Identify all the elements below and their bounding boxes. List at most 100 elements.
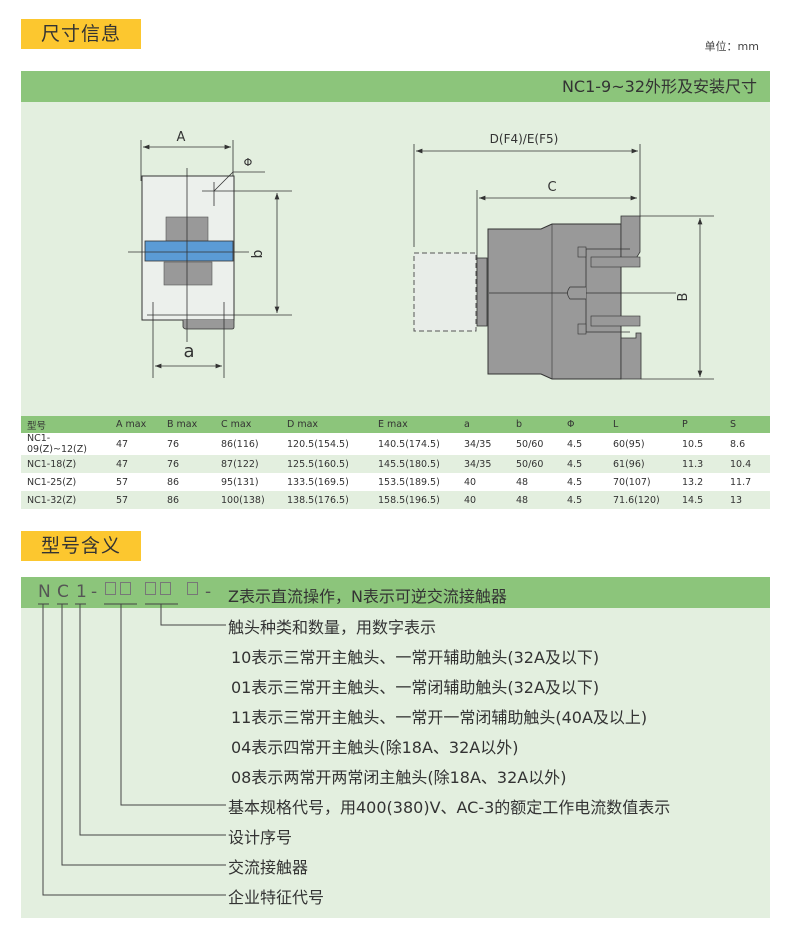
cell: 40 (458, 491, 510, 509)
code-placeholder-box (145, 582, 156, 595)
col-header: L (607, 416, 676, 433)
col-header: 型号 (21, 416, 110, 433)
code-placeholder-box (120, 582, 131, 595)
col-header: Φ (561, 416, 607, 433)
code-placeholder-box (187, 582, 198, 595)
cell: 70(107) (607, 473, 676, 491)
col-header: S (724, 416, 770, 433)
cell: 34/35 (458, 433, 510, 455)
table-row: NC1-32(Z) 57 86 100(138) 138.5(176.5) 15… (21, 491, 770, 509)
code-char-C: C (57, 582, 69, 602)
cell: 153.5(189.5) (372, 473, 458, 491)
cell: 120.5(154.5) (281, 433, 372, 455)
col-header: B max (161, 416, 215, 433)
cell: 40 (458, 473, 510, 491)
cell: 4.5 (561, 473, 607, 491)
col-header: D max (281, 416, 372, 433)
cell: 8.6 (724, 433, 770, 455)
cell: 125.5(160.5) (281, 455, 372, 473)
code-char-N: N (38, 582, 51, 602)
model-bracket-lines (38, 603, 226, 896)
dimension-diagrams: A Φ b a D(F4)/ (128, 130, 714, 380)
dimensions-panel-title: NC1-9~32外形及安装尺寸 (21, 71, 770, 102)
cell: 11.7 (724, 473, 770, 491)
label-a: a (183, 341, 194, 362)
description-rated-current: 基本规格代号，用400(380)V、AC-3的额定工作电流数值表示 (228, 798, 671, 817)
label-b: b (250, 249, 266, 258)
cell: NC1-32(Z) (21, 491, 110, 509)
cell: 145.5(180.5) (372, 455, 458, 473)
code-placeholder-box (105, 582, 116, 595)
description-contact-type: 触头种类和数量，用数字表示 (228, 618, 437, 637)
description-design-number: 设计序号 (228, 828, 293, 847)
dimensions-panel: NC1-9~32外形及安装尺寸 (21, 71, 770, 509)
cell: 95(131) (215, 473, 281, 491)
cell: 86(116) (215, 433, 281, 455)
cell: 13 (724, 491, 770, 509)
model-meaning-panel: N C 1 - - Z表示直流操作，N表示可逆交流接触器 触头 (21, 577, 770, 918)
cell: NC1-25(Z) (21, 473, 110, 491)
label-A: A (177, 130, 186, 145)
label-C: C (547, 180, 556, 195)
cell: 100(138) (215, 491, 281, 509)
cell: 71.6(120) (607, 491, 676, 509)
description-code-01: 01表示三常开主触头、一常闭辅助触头(32A及以下) (231, 678, 600, 697)
description-code-04: 04表示四常开主触头(除18A、32A以外) (231, 738, 519, 757)
description-company-code: 企业特征代号 (228, 888, 325, 907)
cell: 50/60 (510, 455, 561, 473)
cell: 158.5(196.5) (372, 491, 458, 509)
col-header: a (458, 416, 510, 433)
side-view-diagram (413, 144, 714, 380)
cell: 47 (110, 433, 161, 455)
col-header: E max (372, 416, 458, 433)
description-code-08: 08表示两常开两常闭主触头(除18A、32A以外) (231, 768, 567, 787)
table-row: NC1-09(Z)~12(Z) 47 76 86(116) 120.5(154.… (21, 433, 770, 455)
description-code-11: 11表示三常开主触头、一常开一常闭辅助触头(40A及以上) (231, 708, 648, 727)
front-view-diagram (128, 140, 292, 378)
cell: 4.5 (561, 433, 607, 455)
section-tag-dimensions: 尺寸信息 (21, 19, 141, 49)
cell: NC1-09(Z)~12(Z) (21, 433, 110, 455)
col-header: A max (110, 416, 161, 433)
cell: 10.4 (724, 455, 770, 473)
cell: 10.5 (676, 433, 724, 455)
col-header: C max (215, 416, 281, 433)
label-phi: Φ (244, 156, 253, 169)
dimensions-table: 型号 A max B max C max D max E max a b Φ L… (21, 416, 770, 509)
description-ac-contactor: 交流接触器 (228, 858, 309, 877)
cell: 47 (110, 455, 161, 473)
header-description: Z表示直流操作，N表示可逆交流接触器 (228, 587, 507, 606)
table-row: NC1-18(Z) 47 76 87(122) 125.5(160.5) 145… (21, 455, 770, 473)
code-char-1: 1 (76, 582, 87, 602)
unit-note: 单位：mm (704, 40, 759, 53)
code-dash: - (91, 582, 98, 602)
cell: 87(122) (215, 455, 281, 473)
cell: 50/60 (510, 433, 561, 455)
cell: 60(95) (607, 433, 676, 455)
cell: 76 (161, 455, 215, 473)
col-header: b (510, 416, 561, 433)
section-tag-model-meaning: 型号含义 (21, 531, 141, 561)
cell: 57 (110, 491, 161, 509)
cell: NC1-18(Z) (21, 455, 110, 473)
cell: 4.5 (561, 491, 607, 509)
cell: 11.3 (676, 455, 724, 473)
cell: 13.2 (676, 473, 724, 491)
cell: 138.5(176.5) (281, 491, 372, 509)
cell: 140.5(174.5) (372, 433, 458, 455)
cell: 61(96) (607, 455, 676, 473)
col-header: P (676, 416, 724, 433)
cell: 133.5(169.5) (281, 473, 372, 491)
cell: 14.5 (676, 491, 724, 509)
cell: 76 (161, 433, 215, 455)
cell: 48 (510, 491, 561, 509)
code-dash: - (205, 582, 212, 602)
cell: 4.5 (561, 455, 607, 473)
cell: 57 (110, 473, 161, 491)
cell: 86 (161, 473, 215, 491)
model-code: N C 1 - - (21, 582, 231, 606)
description-code-10: 10表示三常开主触头、一常开辅助触头(32A及以下) (231, 648, 600, 667)
cell: 86 (161, 491, 215, 509)
cell: 48 (510, 473, 561, 491)
code-placeholder-box (160, 582, 171, 595)
